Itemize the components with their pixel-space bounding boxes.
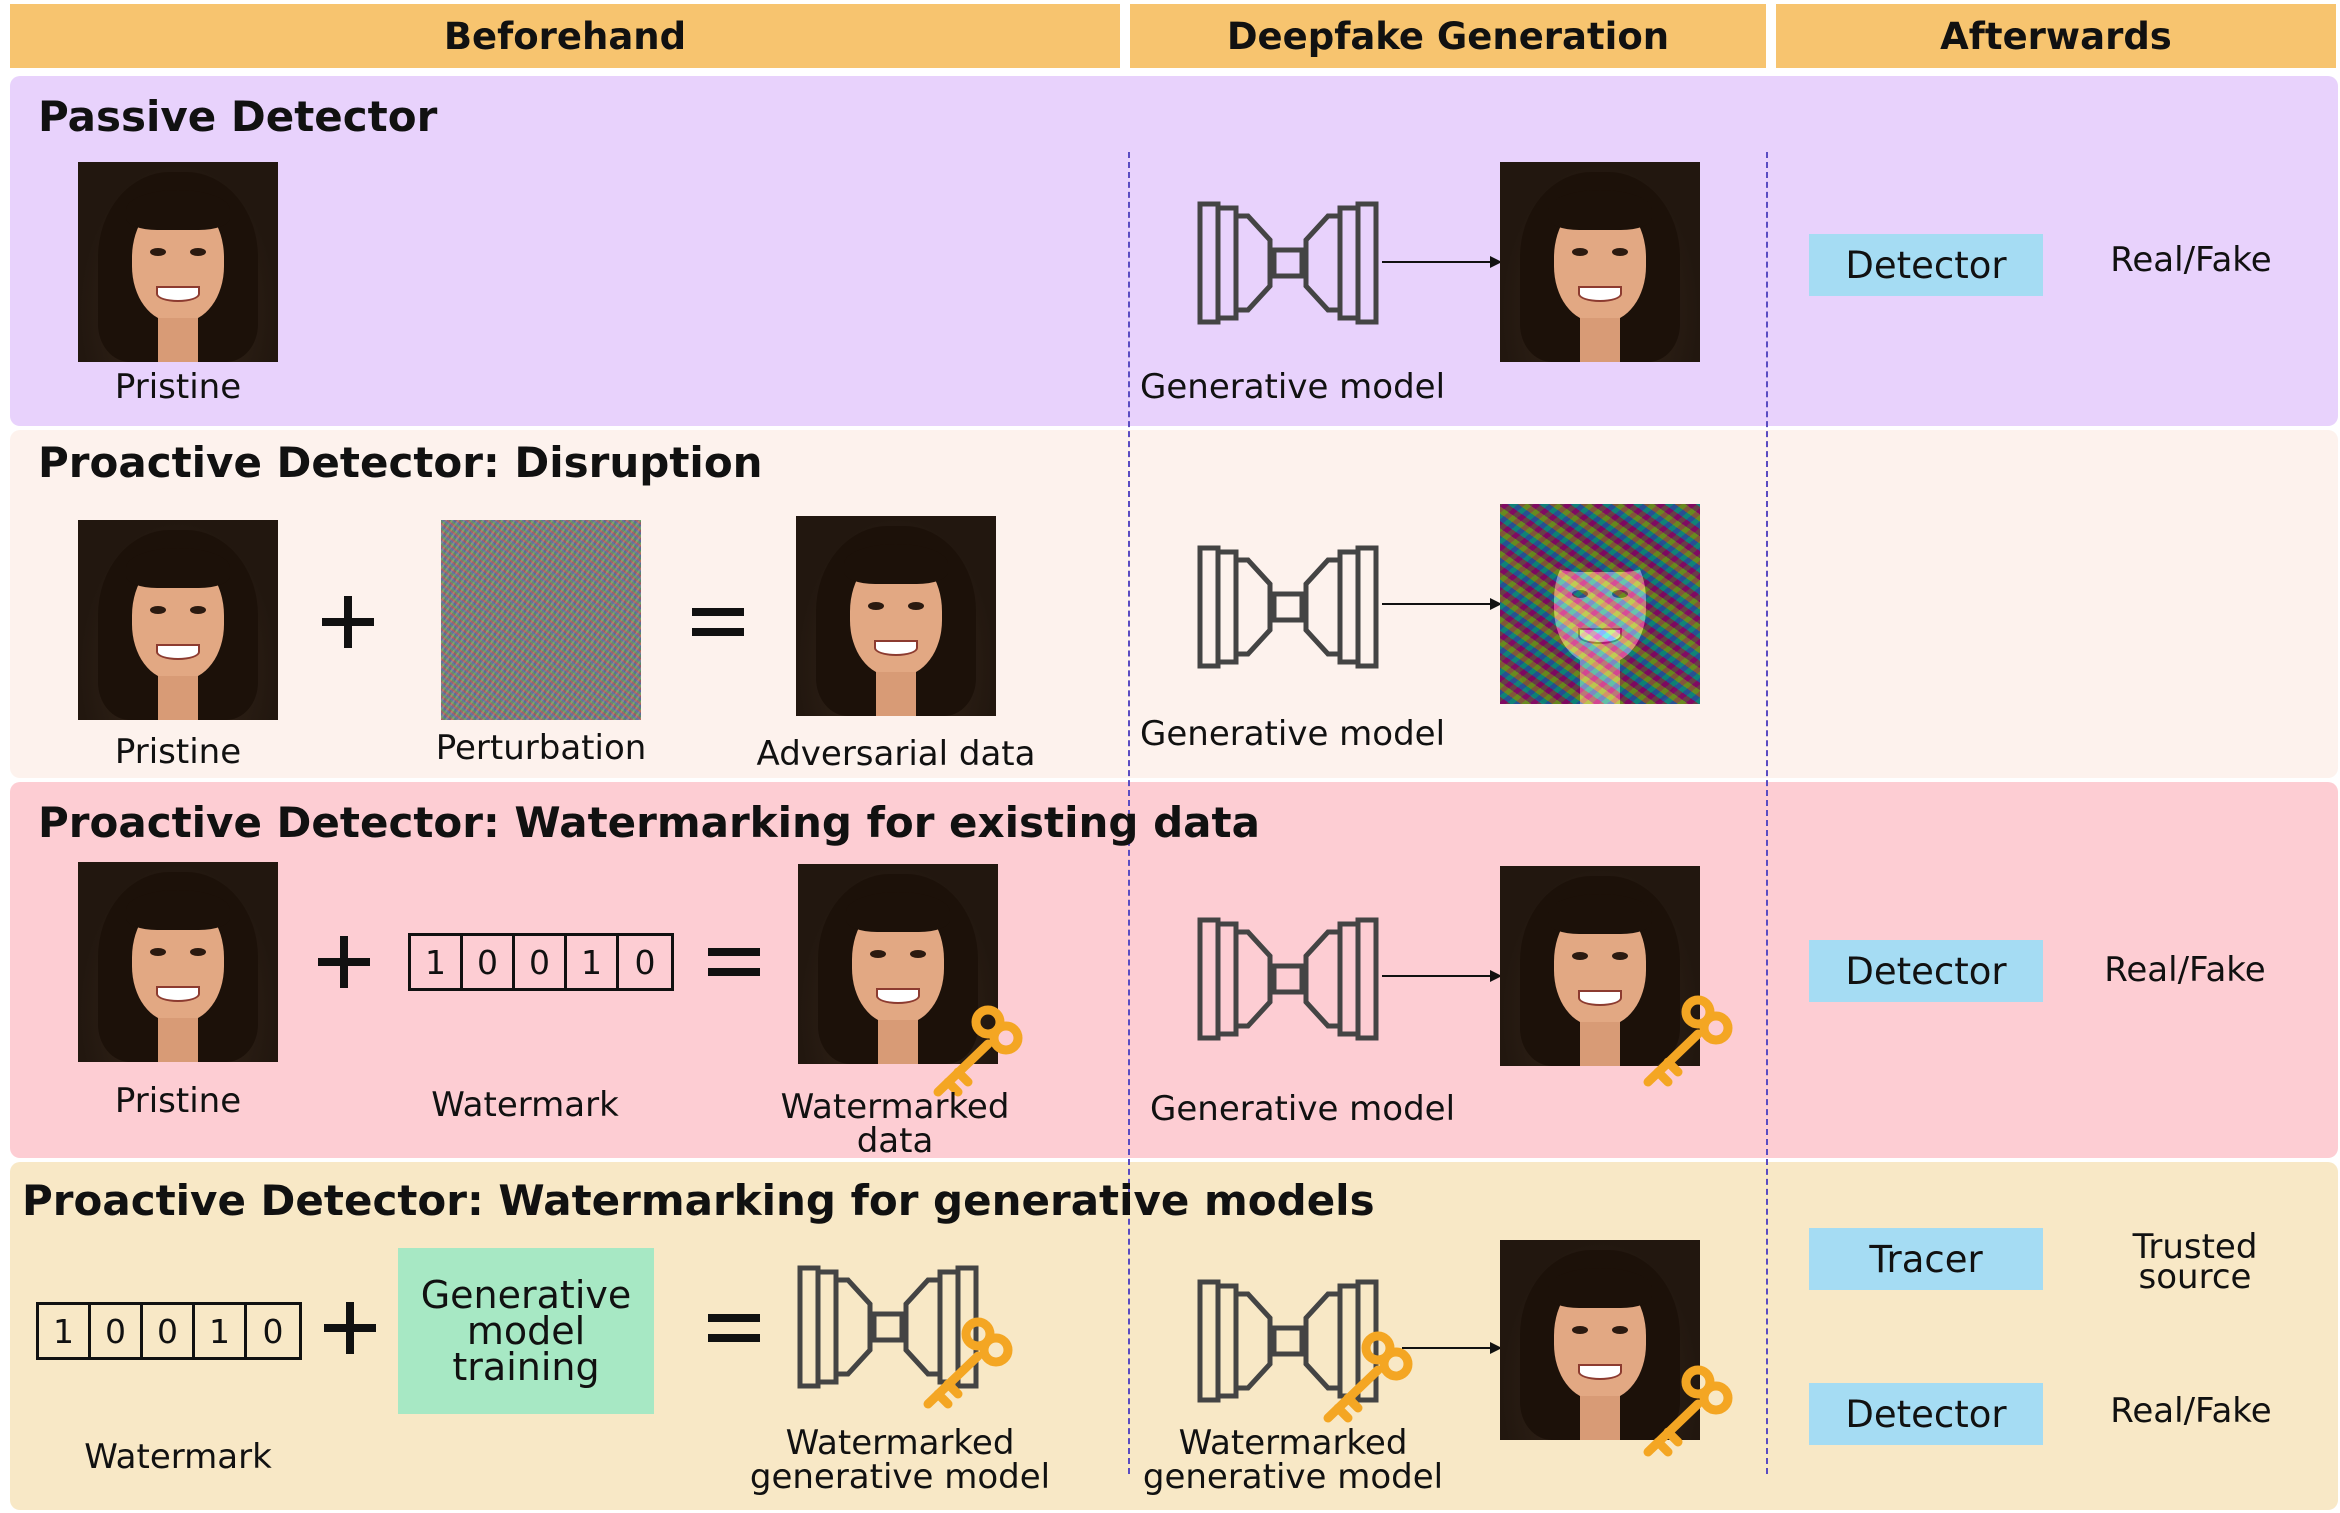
equals-icon [708,948,760,976]
generated-image [1500,162,1700,362]
arrow-icon [1402,1342,1502,1354]
detector-box: Detector [1809,940,2043,1002]
bit: 0 [143,1305,195,1357]
tracer-output-label: Trusted source [2132,1227,2258,1297]
watermarked-image [798,864,998,1064]
pristine-image [78,862,278,1062]
watermark-caption: Watermark [431,1085,619,1125]
header-afterwards: Afterwards [1776,4,2336,68]
plus-icon [318,936,370,988]
bit: 1 [567,936,619,988]
watermarked-caption: Watermarked data [780,1087,1010,1161]
encoder-decoder-icon [1197,201,1379,325]
watermark-caption: Watermark [84,1437,272,1477]
output-label: Real/Fake [2110,1391,2272,1431]
panel-disruption [10,430,2338,778]
bit: 0 [634,942,656,982]
arrow-icon [1382,256,1502,268]
equals-icon [708,1314,760,1342]
row-title-watermark-model: Proactive Detector: Watermarking for gen… [22,1176,1375,1225]
generative-model-training-box: Generative model training [398,1248,654,1414]
divider-beforehand [1128,152,1130,1474]
bit: 0 [262,1311,284,1351]
model-caption: Generative model [1140,714,1446,754]
model-caption: Watermarked generative model [1142,1423,1444,1497]
key-icon [1643,1365,1733,1457]
watermark-bits: 1 0 0 1 0 [408,933,674,991]
plus-icon [324,1302,376,1354]
key-icon [933,1005,1023,1097]
bit: 1 [39,1305,91,1357]
key-icon [923,1317,1013,1409]
generated-image [1500,1240,1700,1440]
adversarial-image [796,516,996,716]
key-icon [1643,995,1733,1087]
perturbation-caption: Perturbation [435,728,647,768]
output-label: Real/Fake [2110,240,2272,280]
equals-icon [692,608,744,636]
header-deepfake-generation: Deepfake Generation [1130,4,1766,68]
header-beforehand: Beforehand [10,4,1120,68]
pristine-caption: Pristine [114,367,242,407]
tracer-box: Tracer [1809,1228,2043,1290]
adversarial-caption: Adversarial data [756,734,1036,774]
pristine-image [78,162,278,362]
encoder-decoder-icon [1197,917,1379,1041]
perturbation-image [441,520,641,720]
detector-box: Detector [1809,1383,2043,1445]
row-title-disruption: Proactive Detector: Disruption [38,438,763,487]
bit: 1 [411,936,463,988]
bit: 1 [195,1305,247,1357]
plus-icon [322,596,374,648]
key-icon [1323,1331,1413,1423]
bit: 0 [91,1305,143,1357]
watermark-bits: 1 0 0 1 0 [36,1302,302,1360]
divider-afterwards [1766,152,1768,1474]
watermarked-model-caption: Watermarked generative model [749,1423,1051,1497]
pristine-caption: Pristine [114,732,242,772]
row-title-watermark-data: Proactive Detector: Watermarking for exi… [38,798,1260,847]
generated-image [1500,866,1700,1066]
arrow-icon [1382,970,1502,982]
disrupted-output-image [1500,504,1700,704]
model-caption: Generative model [1140,367,1446,407]
arrow-icon [1382,598,1502,610]
encoder-decoder-icon [797,1265,979,1389]
encoder-decoder-icon [1197,545,1379,669]
detector-box: Detector [1809,234,2043,296]
bit: 0 [463,936,515,988]
row-title-passive: Passive Detector [38,92,438,141]
model-caption: Generative model [1150,1089,1456,1129]
pristine-image [78,520,278,720]
pristine-caption: Pristine [114,1081,242,1121]
bit: 0 [515,936,567,988]
output-label: Real/Fake [2104,950,2266,990]
